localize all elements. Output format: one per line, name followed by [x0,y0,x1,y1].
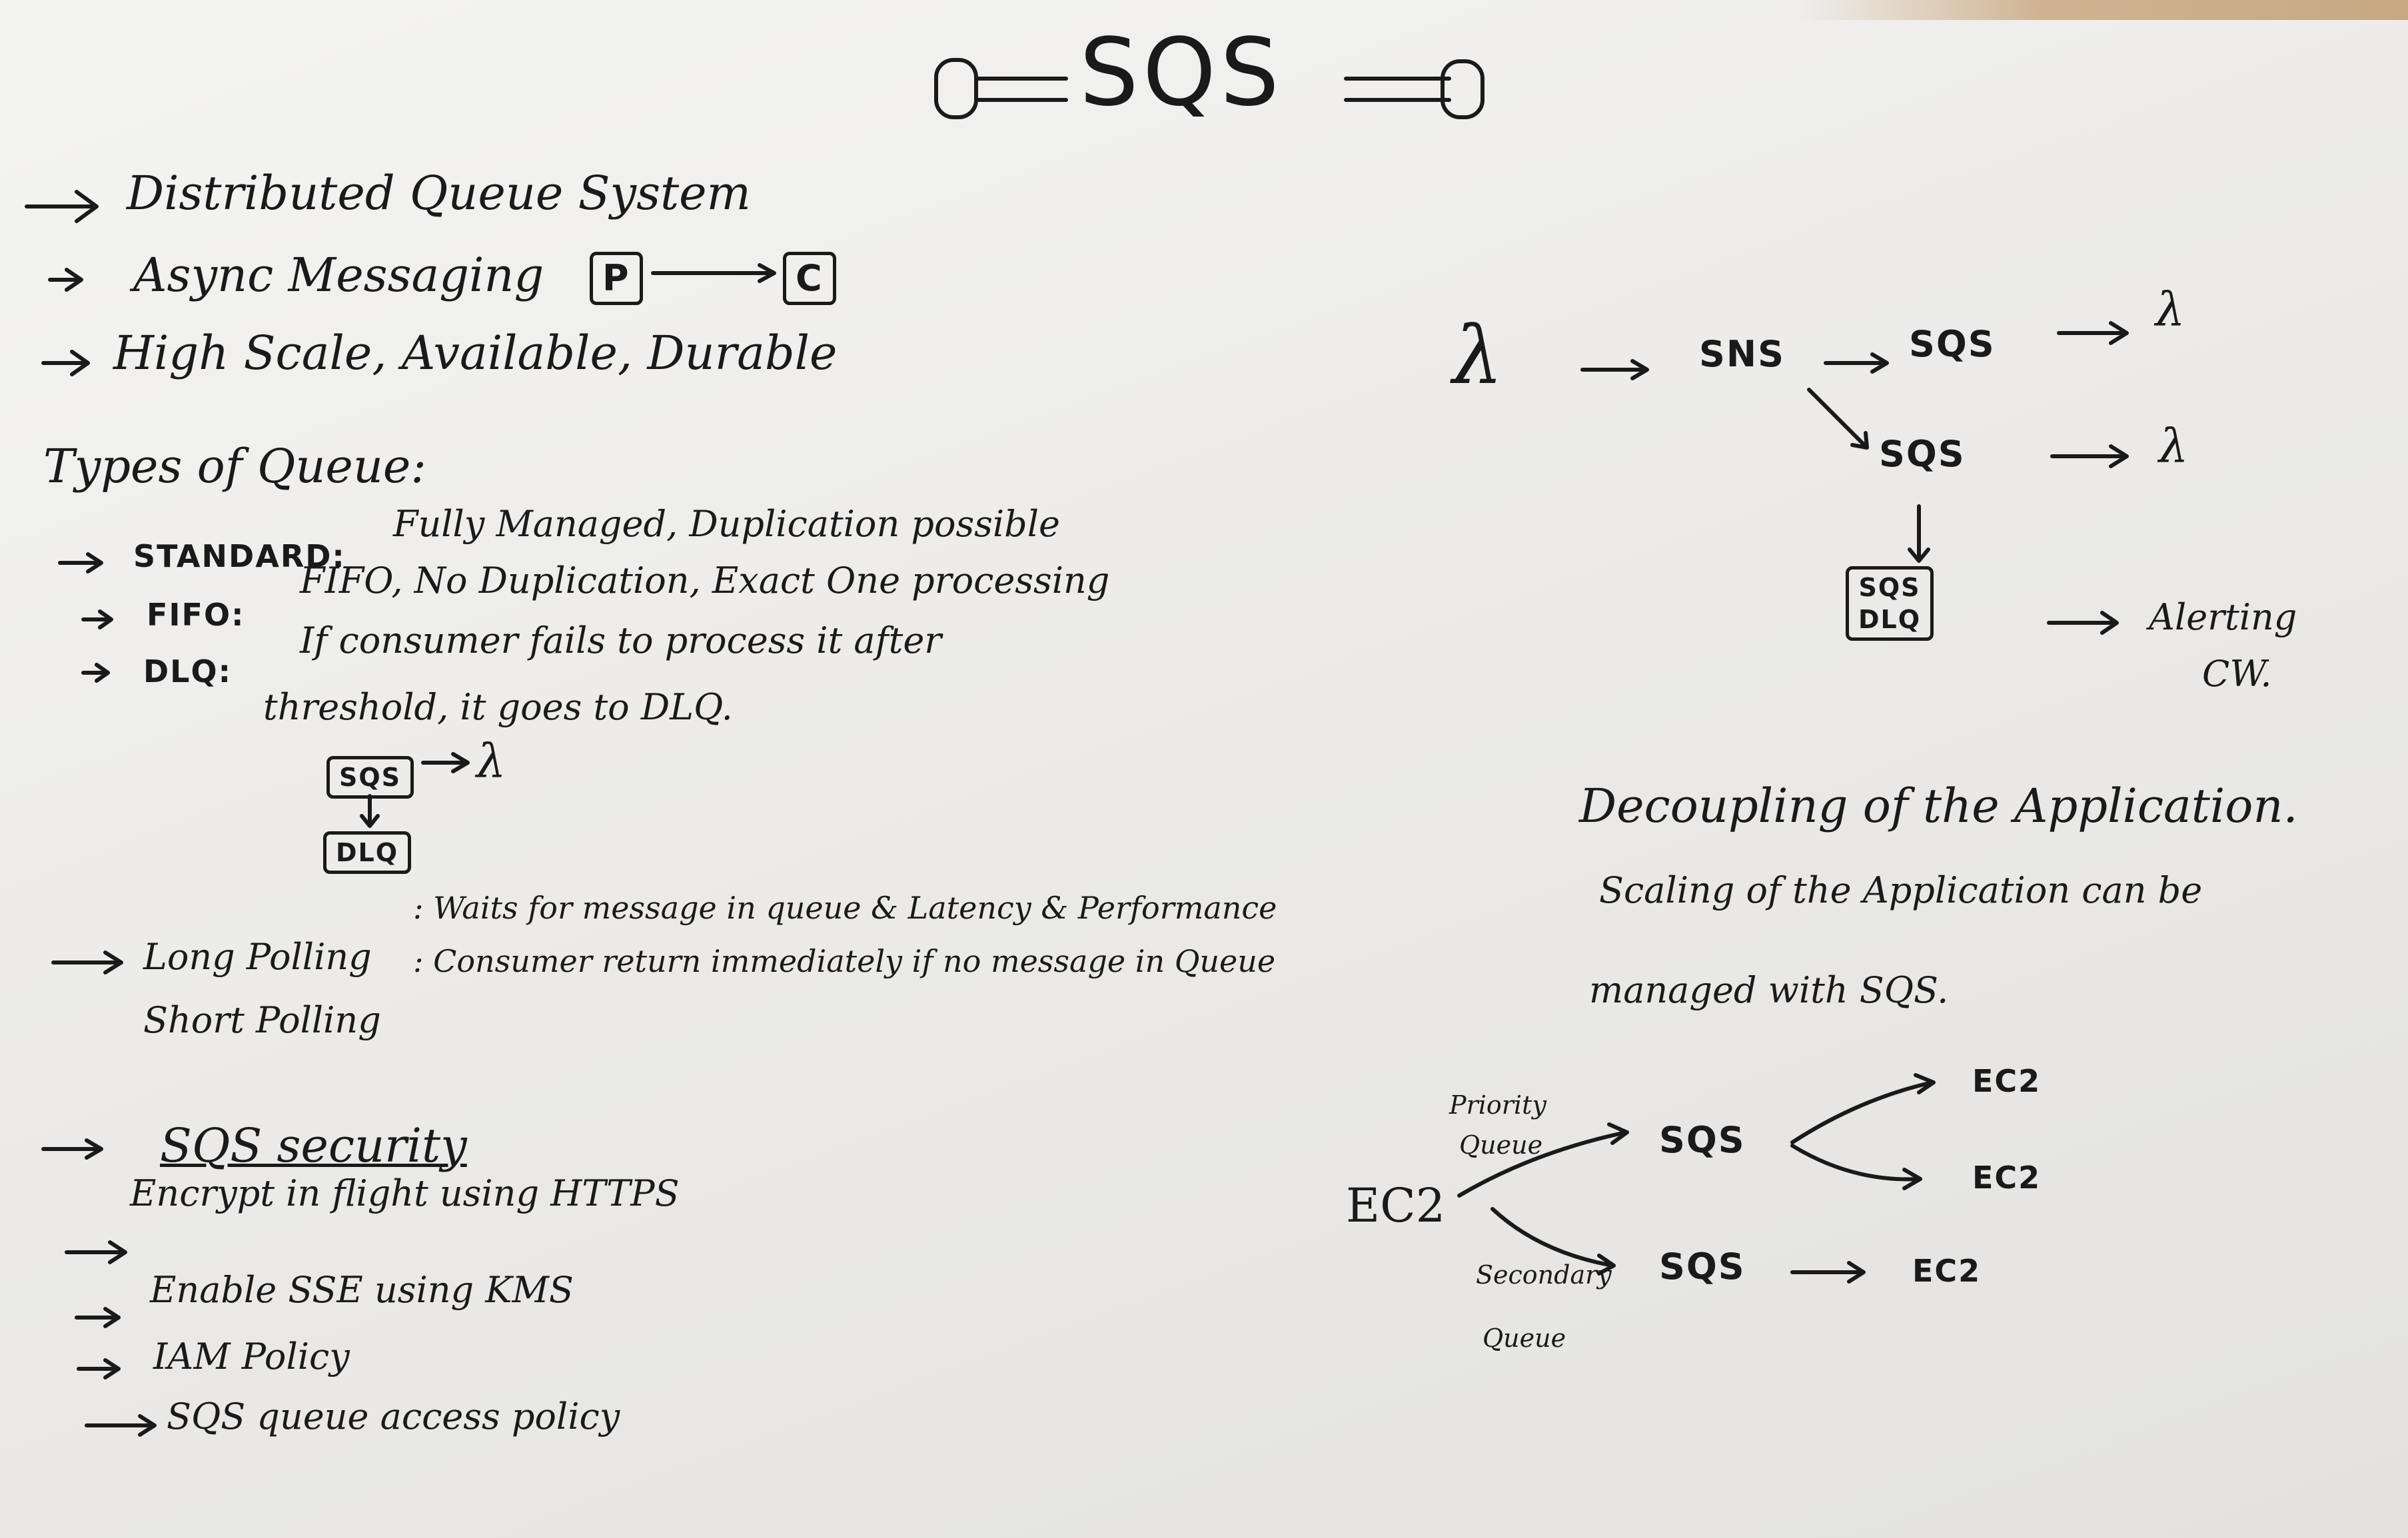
dlq-sqs-box: SQS [326,756,414,799]
fanout-out-2: λ [2159,419,2189,474]
scaling-split-down [1790,1144,1922,1190]
arrow-long-polling [51,951,123,974]
fanout-sns: SNS [1699,333,1785,375]
fifo-label: FIFO: [147,597,245,633]
dlq-label: DLQ: [143,653,232,689]
decoupling-line-3: managed with SQS. [1589,969,1949,1011]
arrow-sec-2 [75,1307,121,1328]
fanout-out-1: λ [2155,282,2185,337]
security-item-3: IAM Policy [153,1336,350,1377]
security-item-1: Encrypt in flight using HTTPS [130,1172,680,1214]
arrow-dlq [81,663,110,683]
types-heading: Types of Queue: [43,439,426,494]
scaling-priority-1: Priority [1449,1090,1546,1120]
whiteboard-frame [1799,0,2408,20]
fanout-sqs-2: SQS [1879,433,1966,475]
short-polling-text: : Consumer return immediately if no mess… [413,943,1276,979]
producer-consumer-line [651,263,776,283]
consumer-box: C [783,252,836,305]
arrow-fifo [81,609,113,629]
long-polling-text: : Waits for message in queue & Latency &… [413,890,1277,926]
security-item-2: Enable SSE using KMS [150,1269,574,1311]
fanout-sqs-1: SQS [1909,323,1996,365]
fifo-text: FIFO, No Duplication, Exact One processi… [300,560,1110,601]
fanout-alerting: Alerting [2149,596,2297,638]
dlq-dlq-box: DLQ [323,831,412,874]
decoupling-line-1: Decoupling of the Application. [1579,779,2298,833]
scaling-branch-down [1491,1207,1616,1276]
fanout-lambda-source: λ [1453,310,1504,402]
scaling-ec2-a: EC2 [1972,1063,2042,1099]
scaling-ec2-b: EC2 [1972,1160,2042,1196]
security-heading: SQS security [160,1118,467,1173]
fanout-branch [1807,388,1869,450]
fanout-dlq-sqs: SQS [1858,573,1921,602]
decoupling-line-2: Scaling of the Application can be [1599,869,2203,911]
scaling-secondary-2: Queue [1483,1324,1566,1353]
intro-scale: High Scale, Available, Durable [113,326,838,380]
fanout-arrow-3 [2057,321,2129,345]
title-pipe-left-lines [974,77,1068,102]
title-pipe-right [1441,59,1485,119]
long-polling-label: Long Polling [143,936,372,978]
dlq-arrow-down [360,794,380,828]
scaling-secondary-1: Secondary [1476,1260,1612,1290]
intro-distributed: Distributed Queue System [127,166,751,220]
scaling-priority-2: Queue [1459,1130,1543,1160]
security-item-4: SQS queue access policy [167,1395,620,1437]
fanout-cw: CW. [2202,653,2272,695]
fanout-arrow-alert [2047,611,2119,635]
dlq-text-1: If consumer fails to process it after [300,619,942,661]
scaling-branch-up [1457,1122,1629,1198]
dlq-lambda: λ [476,734,506,789]
scaling-sqs-bottom: SQS [1659,1246,1746,1288]
fanout-arrow-1 [1580,359,1649,380]
arrow-intro-1 [25,190,99,223]
fanout-arrow-down [1908,504,1930,563]
fanout-dlq-box: SQS DLQ [1846,566,1934,641]
dlq-arrow-right [421,752,470,773]
scaling-arrow-bottom [1790,1261,1866,1284]
arrow-standard [58,552,103,574]
title-pipe-left [934,58,978,119]
standard-text: Fully Managed, Duplication possible [393,503,1060,545]
intro-async: Async Messaging [133,248,544,302]
fanout-arrow-4 [2050,444,2129,468]
arrow-sec-4 [85,1414,157,1437]
fanout-dlq-dlq: DLQ [1858,605,1922,634]
scaling-split-up [1790,1073,1936,1144]
arrow-sec-3 [77,1358,121,1379]
scaling-ec2-c: EC2 [1912,1253,1982,1289]
page-title: SQS [1079,19,1283,127]
producer-box: P [590,252,643,305]
arrow-intro-2 [48,268,83,292]
scaling-ec2-source: EC2 [1346,1178,1446,1233]
fanout-arrow-2 [1824,352,1889,374]
arrow-intro-3 [41,350,90,376]
short-polling-label: Short Polling [143,999,381,1041]
dlq-text-2: threshold, it goes to DLQ. [263,686,733,728]
title-pipe-right-lines [1344,77,1451,102]
standard-label: STANDARD: [133,538,346,574]
arrow-security [41,1138,103,1160]
scaling-sqs-top: SQS [1659,1119,1746,1161]
arrow-sec-1 [65,1240,127,1264]
